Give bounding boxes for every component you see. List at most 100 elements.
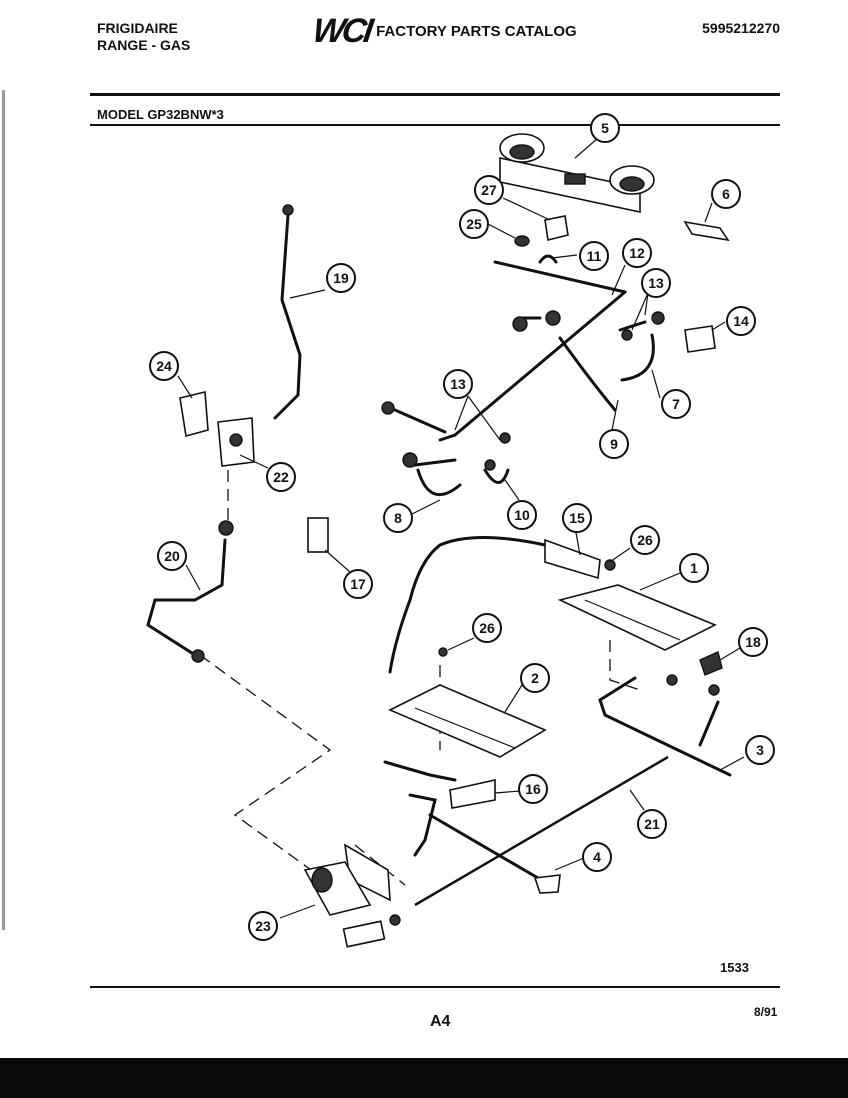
callout-25: 25: [459, 209, 489, 239]
svg-text:9: 9: [610, 436, 618, 452]
catalog-part-number: 5995212270: [702, 20, 780, 36]
svg-text:15: 15: [569, 510, 585, 526]
svg-text:6: 6: [722, 186, 730, 202]
catalog-title: FACTORY PARTS CATALOG: [376, 22, 577, 40]
callout-13b: 13: [443, 369, 473, 399]
brand-block: FRIGIDAIRE RANGE - GAS: [97, 20, 190, 54]
svg-text:12: 12: [629, 245, 645, 261]
callout-27: 27: [474, 175, 504, 205]
svg-text:7: 7: [672, 396, 680, 412]
svg-text:23: 23: [255, 918, 271, 934]
oven-igniter-cable: [388, 536, 547, 674]
svg-text:25: 25: [466, 216, 482, 232]
callout-11: 11: [579, 241, 609, 271]
mounting-bracket: [683, 220, 730, 242]
brand-name: FRIGIDAIRE: [97, 20, 178, 36]
oven-burner-tube: [273, 213, 302, 420]
bake-burner-inlet: [408, 793, 437, 857]
grommet: [514, 235, 530, 247]
svg-text:13: 13: [648, 275, 664, 291]
oven-igniter: [544, 538, 601, 580]
callout-24: 24: [149, 351, 179, 381]
spring-clip: [538, 254, 558, 264]
broil-burner-baffle: [557, 584, 717, 651]
ignitor-wire: [483, 468, 510, 484]
callout-26: 26: [630, 525, 660, 555]
callout-17: 17: [343, 569, 373, 599]
svg-text:17: 17: [350, 576, 366, 592]
callout-2: 2: [520, 663, 550, 693]
svg-text:11: 11: [587, 248, 602, 264]
page-label: A4: [430, 1013, 451, 1030]
product-type: RANGE - GAS: [97, 37, 191, 53]
figure-number: 1533: [720, 960, 749, 975]
model-number: MODEL GP32BNW*3: [97, 107, 224, 122]
gas-manifold-pipe: [438, 260, 627, 442]
svg-text:8: 8: [394, 510, 402, 526]
callout-3: 3: [745, 735, 775, 765]
svg-text:1: 1: [690, 560, 698, 576]
svg-text:3: 3: [756, 742, 764, 758]
callout-1: 1: [679, 553, 709, 583]
bake-burner: [428, 813, 552, 887]
callout-12: 12: [622, 238, 652, 268]
svg-text:20: 20: [164, 548, 180, 564]
footer-rule: [90, 986, 780, 988]
callout-8: 8: [383, 503, 413, 533]
callout-20: 20: [157, 541, 187, 571]
oven-supply-tube: [146, 538, 227, 657]
ignitor-wire: [558, 336, 617, 412]
catalog-date: 8/91: [754, 1005, 778, 1019]
callout-16: 16: [518, 774, 548, 804]
callout-5: 5: [590, 113, 620, 143]
catalog-header: WCI FACTORY PARTS CATALOG: [310, 12, 577, 50]
svg-text:24: 24: [156, 358, 172, 374]
callout-23: 22: [266, 462, 296, 492]
model-rule: [90, 124, 780, 126]
oven-pilot-rod: [414, 755, 669, 907]
broil-burner: [598, 676, 732, 777]
svg-text:22: 22: [273, 469, 289, 485]
orifice-hood-group: [381, 310, 665, 471]
svg-text:26: 26: [479, 620, 495, 636]
ignitor-wire: [620, 333, 655, 382]
header-rule: [90, 93, 780, 96]
callout-9: 9: [599, 429, 629, 459]
callout-leaders: [177, 137, 745, 919]
assembly-dashed-line: [354, 844, 406, 886]
spark-switch: [684, 325, 716, 353]
oven-gas-valve: [303, 843, 401, 948]
switch-bracket: [179, 391, 209, 438]
callout-19: 19: [326, 263, 356, 293]
callout-22: 23: [248, 911, 278, 941]
assembly-dashed-line: [609, 640, 641, 691]
callout-26b: 26: [472, 613, 502, 643]
callout-6: 6: [711, 179, 741, 209]
ignitor-wire: [416, 468, 462, 496]
scan-edge-artifact: [2, 90, 5, 930]
svg-text:13: 13: [450, 376, 466, 392]
svg-text:27: 27: [481, 182, 497, 198]
assembly-dashed-line: [199, 654, 332, 881]
svg-text:21: 21: [644, 816, 660, 832]
callout-21: 21: [637, 809, 667, 839]
callout-4: 4: [582, 842, 612, 872]
bake-burner-baffle: [388, 684, 547, 758]
burner-bracket: [449, 779, 496, 809]
scan-bottom-band: [0, 1058, 848, 1098]
clip-bracket: [544, 215, 569, 241]
svg-text:26: 26: [637, 532, 653, 548]
svg-text:5: 5: [601, 120, 609, 136]
svg-text:14: 14: [733, 313, 749, 329]
callout-18: 18: [738, 627, 768, 657]
safety-valve: [699, 651, 723, 676]
callout-15: 15: [562, 503, 592, 533]
burner-valve-assembly: [499, 133, 655, 213]
callout-10: 10: [507, 500, 537, 530]
igniter-block: [307, 517, 329, 553]
callout-7: 7: [661, 389, 691, 419]
svg-text:16: 16: [525, 781, 541, 797]
callout-14: 14: [726, 306, 756, 336]
svg-text:19: 19: [333, 270, 349, 286]
